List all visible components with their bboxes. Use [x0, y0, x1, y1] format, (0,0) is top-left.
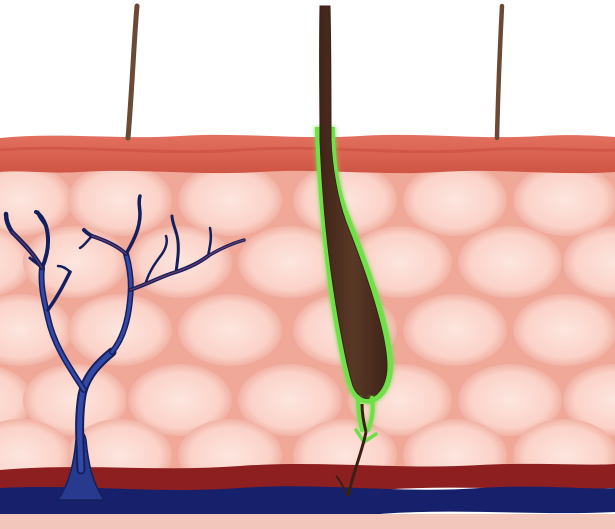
epidermis-layer [0, 135, 615, 173]
dermis-cell [178, 164, 282, 236]
dermis-cell [513, 294, 615, 366]
dermis-cell [403, 294, 507, 366]
dermis-cell [458, 226, 562, 298]
bottom-layer [0, 514, 615, 529]
dermis-cell [68, 164, 172, 236]
dermis-cell [513, 164, 615, 236]
dermis-cells [0, 164, 615, 491]
dermis-cell [128, 226, 232, 298]
dermis-cell [403, 164, 507, 236]
dermis-cell [178, 294, 282, 366]
dermis-cell [68, 294, 172, 366]
